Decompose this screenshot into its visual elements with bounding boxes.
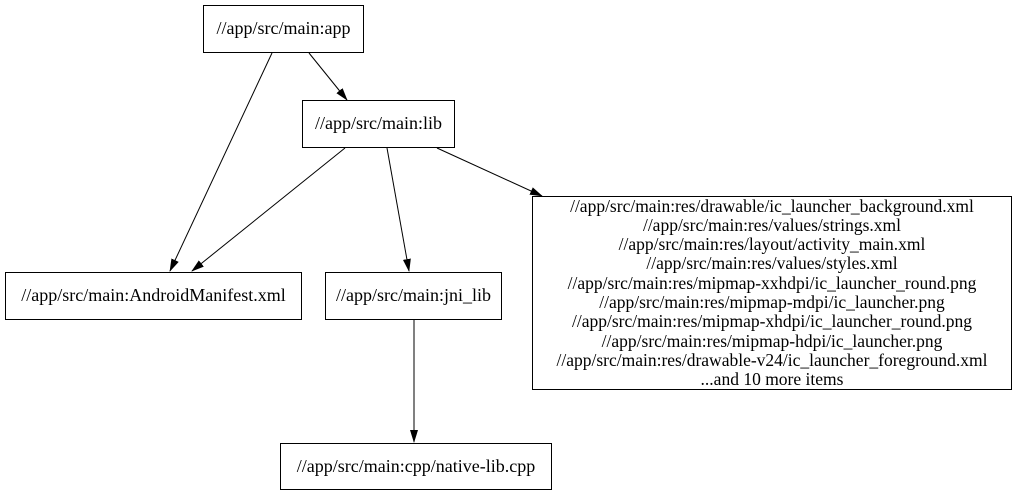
res-file-line: //app/src/main:res/mipmap-xhdpi/ic_launc… <box>572 311 972 332</box>
node-android-manifest: //app/src/main:AndroidManifest.xml <box>5 272 302 320</box>
edge-app-to-manifest <box>169 52 273 272</box>
node-lib-target: //app/src/main:lib <box>302 100 455 148</box>
res-file-line: //app/src/main:res/drawable/ic_launcher_… <box>570 195 974 216</box>
res-file-line: //app/src/main:res/mipmap-mdpi/ic_launch… <box>599 292 945 312</box>
res-file-line: //app/src/main:res/values/styles.xml <box>646 253 898 274</box>
res-file-line: //app/src/main:res/values/strings.xml <box>642 214 902 235</box>
res-file-line: //app/src/main:res/mipmap-hdpi/ic_launch… <box>601 330 943 351</box>
node-app-target: //app/src/main:app <box>203 5 364 53</box>
node-jni-lib-target: //app/src/main:jni_lib <box>325 272 502 320</box>
res-file-line: //app/src/main:res/drawable-v24/ic_launc… <box>556 349 988 370</box>
res-file-line: //app/src/main:res/layout/activity_main.… <box>618 234 926 255</box>
edge-lib-to-jni-lib <box>386 147 411 272</box>
res-file-line: //app/src/main:res/mipmap-xxhdpi/ic_laun… <box>567 272 977 293</box>
edge-lib-to-manifest <box>191 147 346 272</box>
node-native-lib-cpp: //app/src/main:cpp/native-lib.cpp <box>280 443 552 490</box>
edge-lib-to-res-files <box>436 147 543 197</box>
res-more-items-line: ...and 10 more items <box>700 369 844 390</box>
node-res-files-group: //app/src/main:res/drawable/ic_launcher_… <box>532 196 1012 390</box>
edge-app-to-lib <box>308 52 348 101</box>
